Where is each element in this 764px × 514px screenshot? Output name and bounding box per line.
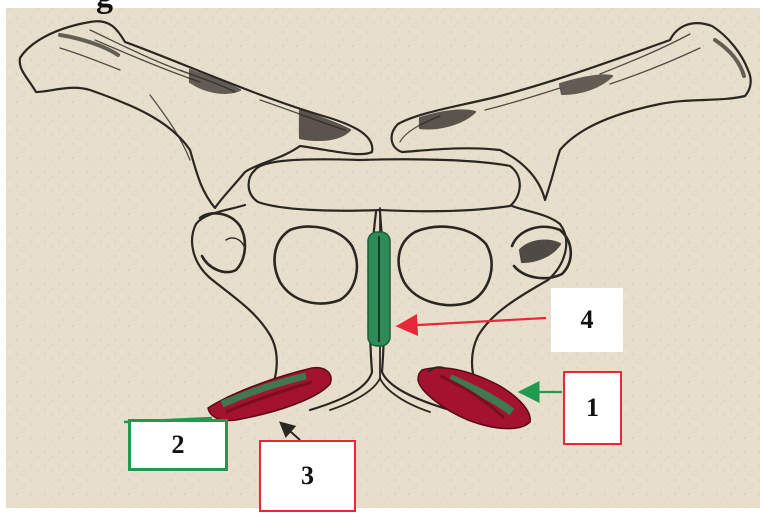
label-2: 2 (128, 419, 228, 471)
cropped-title-fragment: g (96, 0, 113, 16)
label-3: 3 (259, 440, 356, 512)
label-1: 1 (563, 371, 622, 445)
label-4: 4 (551, 288, 623, 352)
